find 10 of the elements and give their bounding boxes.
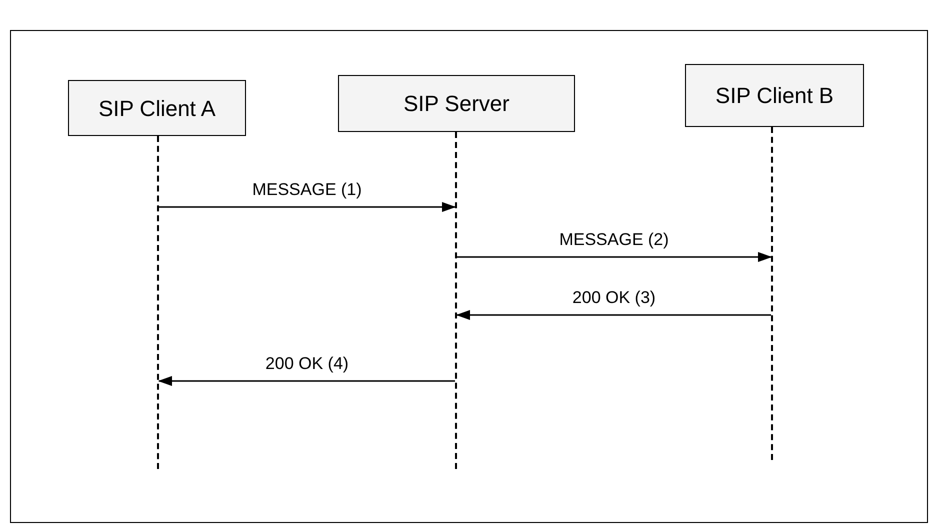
lifeline	[455, 132, 457, 469]
message-arrow	[159, 202, 456, 212]
lifeline	[771, 127, 773, 460]
participant-box: SIP Client B	[685, 64, 864, 127]
participant-box: SIP Client A	[68, 80, 246, 136]
message-arrow	[158, 376, 455, 386]
message-arrow	[456, 310, 771, 320]
participant-box: SIP Server	[338, 75, 575, 132]
lifeline	[157, 136, 159, 469]
message-arrow	[457, 252, 772, 262]
